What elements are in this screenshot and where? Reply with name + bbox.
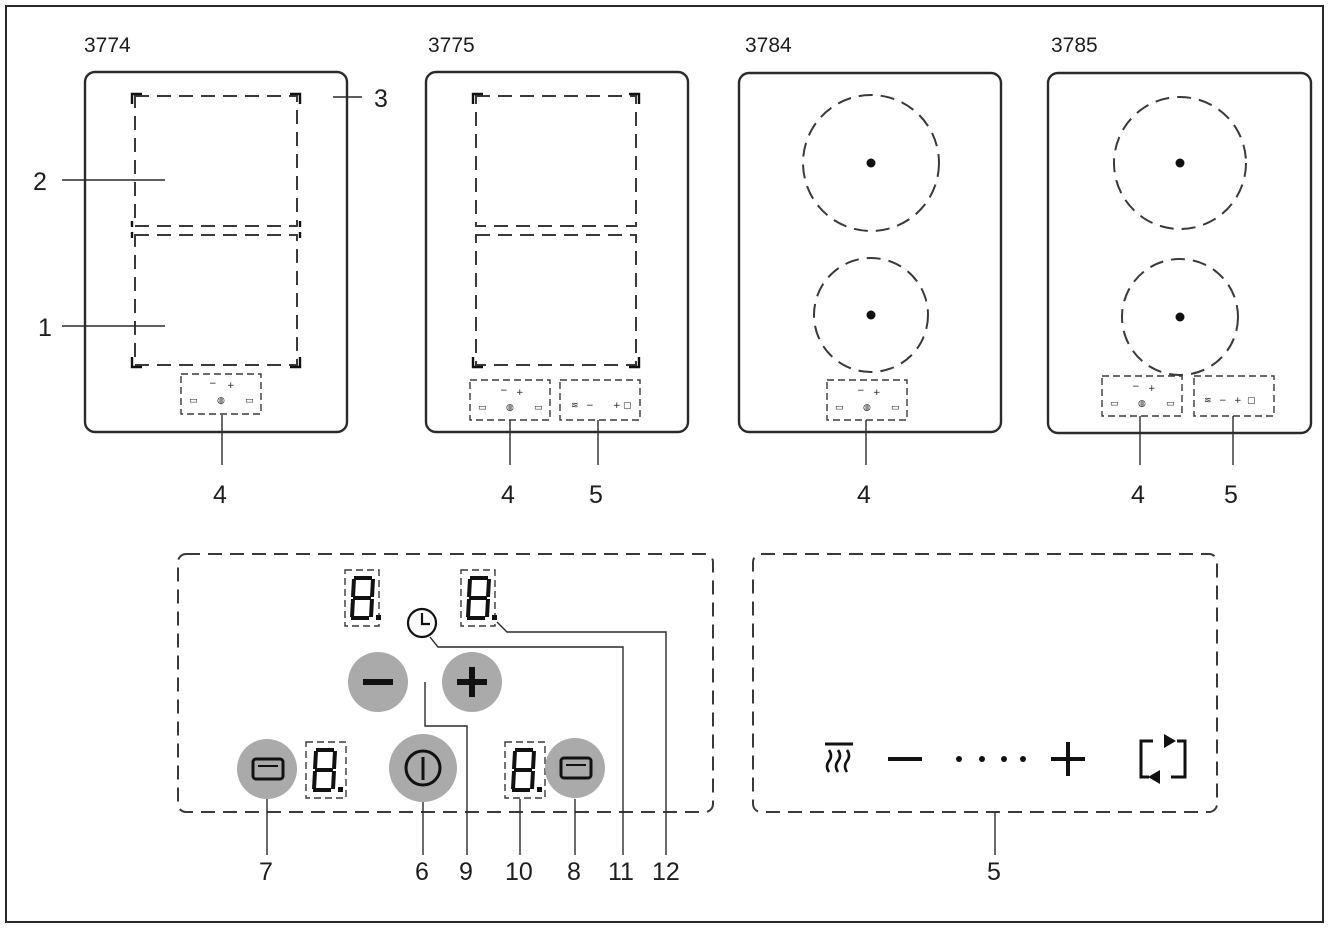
svg-text:◍: ◍ (217, 396, 225, 406)
timer-display-right (466, 576, 497, 620)
power-icon (404, 749, 442, 787)
callout-12: 12 (652, 858, 680, 886)
callout-5-detail: 5 (987, 858, 1001, 886)
clock-icon (406, 607, 438, 639)
callout-4-3775: 4 (501, 481, 515, 509)
callout-4-3774: 4 (213, 481, 227, 509)
heat-icon (825, 742, 853, 773)
timer-display-left (350, 576, 381, 620)
control-panel-main (1101, 375, 1183, 417)
callout-4-3785: 4 (1131, 481, 1145, 509)
callout-5-3785: 5 (1224, 481, 1238, 509)
svg-text:−: − (857, 386, 865, 396)
callout-1: 1 (38, 314, 52, 342)
minus-button[interactable] (348, 652, 408, 712)
cooking-zone-rear (802, 94, 940, 232)
cooking-zone-rear (1113, 96, 1247, 230)
svg-text:+: + (1234, 396, 1242, 406)
cooking-zone-rear (475, 95, 637, 227)
plus-button[interactable] (442, 652, 502, 712)
svg-text:+: + (1148, 384, 1156, 394)
level-dots (956, 756, 1026, 762)
model-code-3785: 3785 (1051, 34, 1098, 57)
swap-icon (1139, 734, 1187, 784)
svg-text:▭: ▭ (891, 403, 900, 413)
power-button[interactable] (389, 734, 457, 802)
zone-display-left (312, 748, 343, 792)
hob-3774: −+ ▭ ◍ ▭ (83, 70, 349, 434)
control-panel-detail (177, 553, 714, 813)
extra-control-panel-detail (752, 553, 1218, 813)
svg-text:−: − (500, 386, 508, 396)
svg-text:−: − (1132, 382, 1140, 392)
callout-4-3784: 4 (857, 481, 871, 509)
callout-7: 7 (259, 858, 273, 886)
zone-select-button-left[interactable] (237, 739, 297, 799)
callout-9: 9 (459, 858, 473, 886)
svg-text:▭: ▭ (478, 403, 487, 413)
cooking-zone-front (475, 234, 637, 366)
svg-text:▭: ▭ (189, 396, 198, 406)
svg-text:≋: ≋ (571, 401, 579, 411)
outer-frame (5, 5, 1324, 923)
svg-text:▭: ▭ (1110, 399, 1119, 409)
svg-text:−: − (586, 401, 594, 411)
callout-3: 3 (374, 85, 388, 113)
hob-3785: −+ ▭◍▭ ≋−+▢ (1046, 71, 1313, 435)
callout-8: 8 (567, 858, 581, 886)
zone-select-button-right[interactable] (545, 738, 605, 798)
svg-text:▭: ▭ (534, 403, 543, 413)
cooking-zone-front (813, 257, 929, 373)
callout-11: 11 (608, 858, 634, 886)
callout-2: 2 (33, 168, 47, 196)
cooking-zone-front (1121, 258, 1239, 376)
svg-text:◍: ◍ (506, 403, 514, 413)
control-panel-main (826, 379, 908, 421)
svg-text:+: + (613, 401, 621, 411)
control-panel-extra (559, 379, 641, 421)
plus-icon (1051, 742, 1085, 776)
svg-text:+: + (516, 388, 524, 398)
control-panel-extra (1193, 375, 1275, 417)
minus-icon (363, 679, 393, 685)
control-panel-main (180, 373, 262, 415)
svg-text:◍: ◍ (863, 403, 871, 413)
cooking-zone-front (134, 234, 298, 366)
minus-icon (888, 757, 922, 761)
svg-text:◍: ◍ (1138, 399, 1146, 409)
zone-square-icon (559, 756, 593, 780)
model-code-3774: 3774 (84, 34, 131, 57)
callout-10: 10 (505, 858, 533, 886)
hob-3775: −+ ▭◍▭ ≋−+▢ (424, 70, 690, 434)
svg-text:▭: ▭ (245, 396, 254, 406)
model-code-3775: 3775 (428, 34, 475, 57)
svg-text:−: − (1219, 396, 1227, 406)
callout-6: 6 (415, 858, 429, 886)
svg-text:▭: ▭ (1166, 399, 1175, 409)
zone-display-right (511, 748, 542, 792)
callout-5-3775: 5 (589, 481, 603, 509)
svg-text:▢: ▢ (623, 401, 632, 411)
model-code-3784: 3784 (745, 34, 792, 57)
svg-text:▭: ▭ (835, 403, 844, 413)
svg-text:▢: ▢ (1247, 396, 1256, 406)
svg-text:+: + (227, 381, 235, 391)
cooking-zone-rear (134, 95, 298, 227)
hob-3784: −+ ▭ ◍ ▭ (737, 71, 1003, 434)
zone-square-icon (251, 757, 285, 781)
svg-text:−: − (209, 379, 217, 389)
svg-text:≋: ≋ (1204, 396, 1212, 406)
svg-text:+: + (873, 388, 881, 398)
